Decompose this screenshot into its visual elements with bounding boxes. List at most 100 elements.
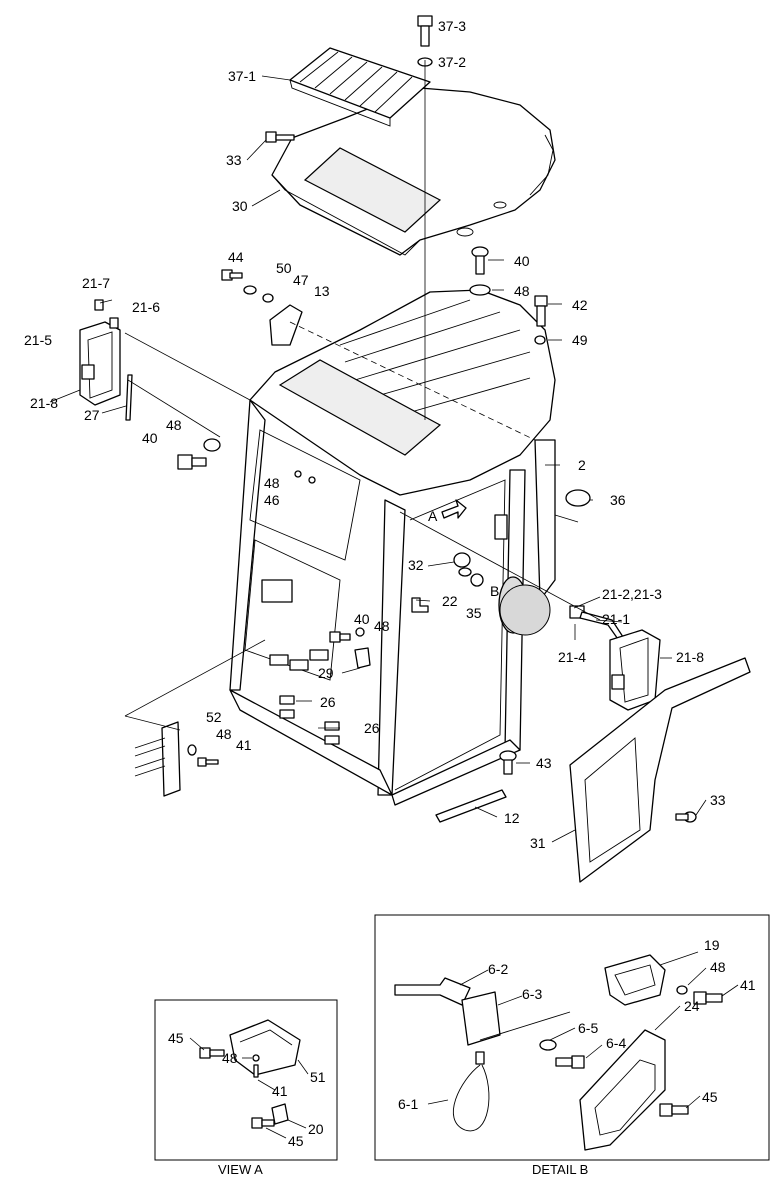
callout-45-view-a-top: 45 xyxy=(168,1030,184,1046)
callout-35: 35 xyxy=(466,605,482,621)
washer-48-left xyxy=(203,438,221,452)
callout-29: 29 xyxy=(318,665,334,681)
bolt-33-top xyxy=(265,131,295,143)
callout-21-8-right: 21-8 xyxy=(676,649,704,665)
callout-21-2-21-3: 21-2,21-3 xyxy=(602,586,662,602)
callout-45-view-a-bottom: 45 xyxy=(288,1133,304,1149)
washer-50 xyxy=(243,285,257,295)
nut-32 xyxy=(453,552,472,577)
callout-40-center: 40 xyxy=(354,611,370,627)
callout-20: 20 xyxy=(308,1121,324,1137)
callout-40-left: 40 xyxy=(142,430,158,446)
callout-22: 22 xyxy=(442,593,458,609)
callout-21-4: 21-4 xyxy=(558,649,586,665)
callout-b: B xyxy=(490,583,499,599)
callout-33-right: 33 xyxy=(710,792,726,808)
callout-48-bracket: 48 xyxy=(216,726,232,742)
callout-41-view-a: 41 xyxy=(272,1083,288,1099)
callout-36: 36 xyxy=(610,492,626,508)
callout-52: 52 xyxy=(206,709,222,725)
callout-33-top: 33 xyxy=(226,152,242,168)
callout-6-2: 6-2 xyxy=(488,961,508,977)
callout-49: 49 xyxy=(572,332,588,348)
bracket-52 xyxy=(134,721,181,797)
callout-13: 13 xyxy=(314,283,330,299)
callout-30: 30 xyxy=(232,198,248,214)
callout-labels: 37-3 37-2 37-1 33 30 44 50 47 13 40 48 4… xyxy=(24,18,756,1149)
callout-27: 27 xyxy=(84,407,100,423)
bolt-43 xyxy=(499,750,517,775)
callout-6-1: 6-1 xyxy=(398,1096,418,1112)
bolt-40-top xyxy=(471,246,489,275)
latch-13 xyxy=(269,304,303,346)
callout-26-b: 26 xyxy=(364,720,380,736)
callout-37-3: 37-3 xyxy=(438,18,466,34)
callout-2: 2 xyxy=(578,457,586,473)
view-a-arrow xyxy=(441,499,467,519)
callout-44: 44 xyxy=(228,249,244,265)
callout-46: 46 xyxy=(264,492,280,508)
callout-50: 50 xyxy=(276,260,292,276)
callout-a: A xyxy=(428,508,438,524)
view-a-box xyxy=(154,999,338,1161)
caption-view-a: VIEW A xyxy=(218,1162,263,1177)
washer-48-top xyxy=(469,284,491,296)
bolt-40-left xyxy=(177,454,207,470)
callout-21-8-left: 21-8 xyxy=(30,395,58,411)
washer-47 xyxy=(262,293,274,303)
rod-27 xyxy=(125,374,133,421)
callout-51: 51 xyxy=(310,1069,326,1085)
clip-22 xyxy=(411,597,429,613)
bracket-29 xyxy=(354,647,371,669)
cab-frame xyxy=(229,289,556,806)
callout-41-detail: 41 xyxy=(740,977,756,993)
pad-26-b xyxy=(324,721,340,731)
callout-48-left: 48 xyxy=(166,417,182,433)
roof-panel xyxy=(271,87,556,256)
plug-35 xyxy=(470,573,484,587)
callout-26-a: 26 xyxy=(320,694,336,710)
detail-b-box xyxy=(374,914,770,1161)
callout-21-5: 21-5 xyxy=(24,332,52,348)
roof-cover-37-1 xyxy=(289,47,431,127)
callout-37-1: 37-1 xyxy=(228,68,256,84)
callout-6-5: 6-5 xyxy=(578,1020,598,1036)
callout-37-2: 37-2 xyxy=(438,54,466,70)
mirror-right xyxy=(569,605,661,711)
callout-43: 43 xyxy=(536,755,552,771)
callout-40-top: 40 xyxy=(514,253,530,269)
callout-47: 47 xyxy=(293,272,309,288)
callout-21-7: 21-7 xyxy=(82,275,110,291)
pad-26-a xyxy=(279,695,295,705)
callout-31: 31 xyxy=(530,835,546,851)
bolt-42 xyxy=(534,295,548,327)
callout-12: 12 xyxy=(504,810,520,826)
leader-lines xyxy=(49,60,707,843)
callout-6-3: 6-3 xyxy=(522,986,542,1002)
callout-24: 24 xyxy=(684,998,700,1014)
caption-detail-b: DETAIL B xyxy=(532,1162,588,1177)
washer-49 xyxy=(534,335,546,345)
callout-48-top: 48 xyxy=(514,283,530,299)
mirror-left xyxy=(79,299,121,406)
callout-6-4: 6-4 xyxy=(606,1035,626,1051)
callout-21-6: 21-6 xyxy=(132,299,160,315)
bolt-40-center xyxy=(329,631,351,643)
cap-36 xyxy=(565,489,591,507)
bolt-37-3 xyxy=(417,15,433,47)
bolt-41-left xyxy=(197,757,219,767)
callout-48-view-a: 48 xyxy=(222,1050,238,1066)
step-12 xyxy=(435,789,507,823)
callout-19: 19 xyxy=(704,937,720,953)
callout-45-detail: 45 xyxy=(702,1089,718,1105)
side-panel-31 xyxy=(569,657,751,883)
callout-42: 42 xyxy=(572,297,588,313)
bolt-44 xyxy=(221,269,243,281)
bolt-33-right xyxy=(675,811,697,823)
callout-48-detail: 48 xyxy=(710,959,726,975)
detail-b-circle xyxy=(499,584,551,636)
callout-41-left: 41 xyxy=(236,737,252,753)
callout-48-inner: 48 xyxy=(264,475,280,491)
callout-48-center: 48 xyxy=(374,618,390,634)
